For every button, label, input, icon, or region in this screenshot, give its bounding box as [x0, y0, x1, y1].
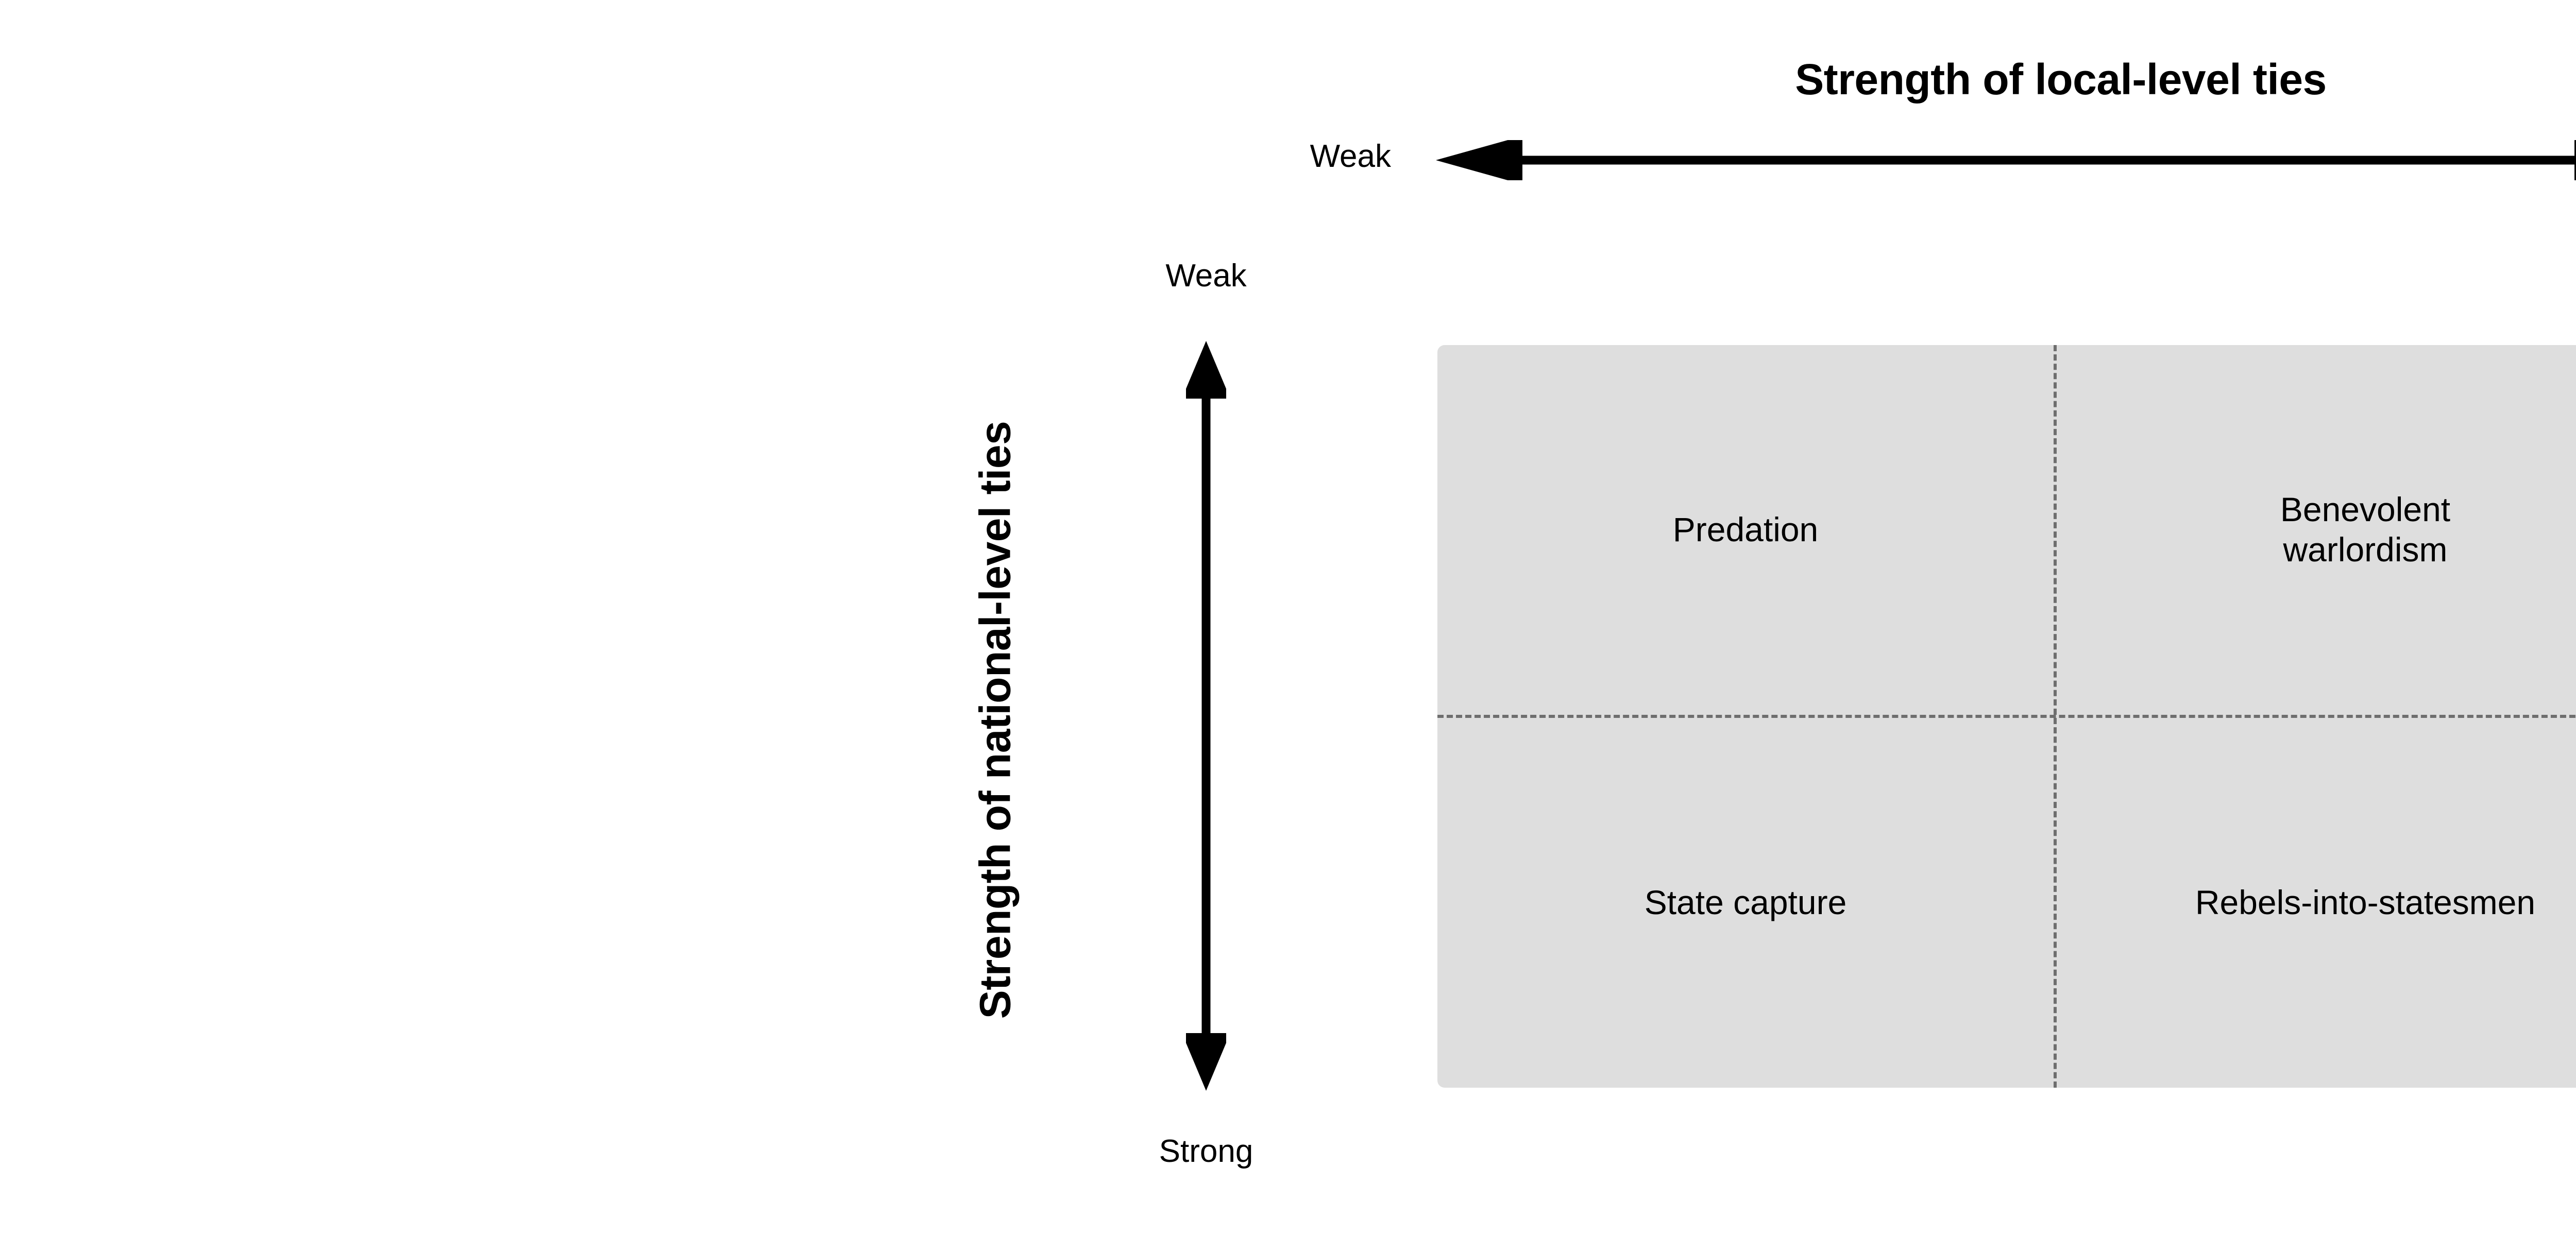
quadrant-bottom-left[interactable]: State capture	[1437, 718, 2054, 1088]
quadrant-bottom-right-label: Rebels-into-statesmen	[2195, 883, 2536, 922]
quadrant-top-left[interactable]: Predation	[1437, 345, 2054, 715]
x-axis-low-label: Weak	[1310, 139, 1391, 174]
y-axis-top-label: Weak	[1165, 258, 1247, 294]
quadrant-top-left-label: Predation	[1672, 510, 1819, 549]
y-axis-title: Strength of national-level ties	[971, 421, 1020, 1019]
quadrant-bottom-right[interactable]: Rebels-into-statesmen	[2057, 718, 2576, 1088]
vertical-divider	[2054, 345, 2057, 1088]
horizontal-divider	[1437, 715, 2576, 718]
x-axis-title: Strength of local-level ties	[1795, 55, 2327, 104]
quadrant-bottom-left-label: State capture	[1644, 883, 1847, 922]
horizontal-double-arrow-icon	[1436, 140, 2576, 180]
y-axis-bottom-label: Strong	[1159, 1134, 1253, 1169]
vertical-double-arrow-icon	[1186, 341, 1226, 1091]
